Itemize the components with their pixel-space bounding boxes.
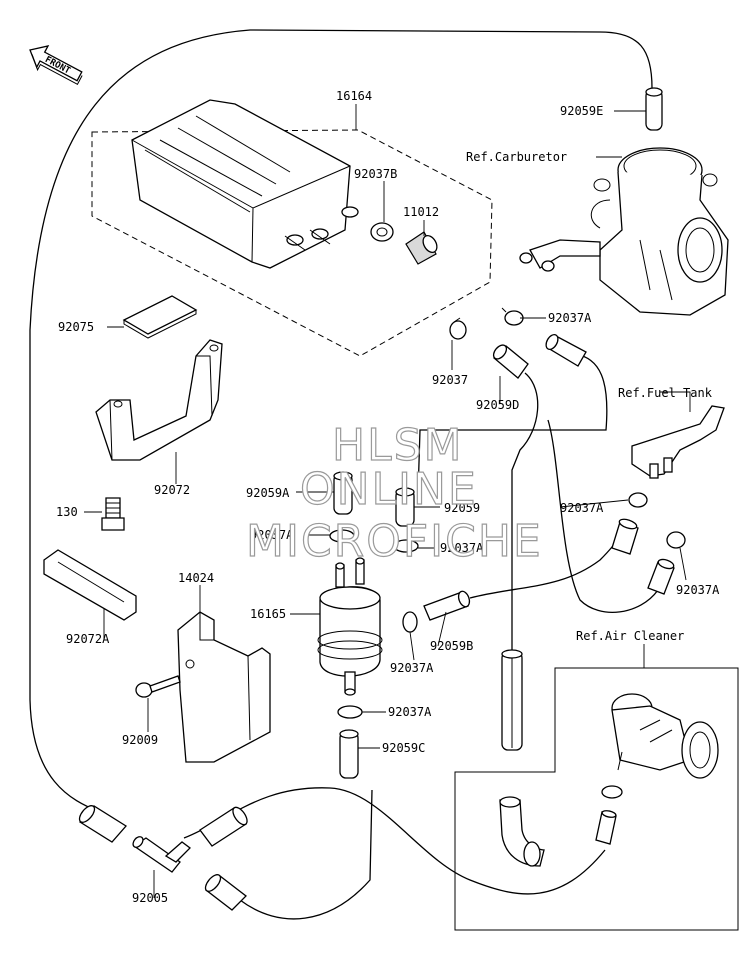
label-92075: 92075 [58, 320, 94, 334]
clamp-air-cleaner [601, 785, 623, 799]
hose-route-d [511, 372, 539, 650]
label-92059: 92059 [444, 501, 480, 515]
label-92059A: 92059A [246, 486, 290, 500]
hose-route-fueltank [547, 419, 659, 613]
clamp-92037A-mid-left [329, 529, 355, 543]
label-ref-fuel-tank: Ref.Fuel Tank [618, 386, 713, 400]
hose-tank-right [647, 558, 675, 595]
hose-route-carb [417, 353, 608, 496]
hose-92059A [333, 471, 353, 515]
hose-lower-mid [199, 806, 248, 847]
hose-92059B [423, 590, 471, 621]
label-92059B: 92059B [430, 639, 473, 653]
label-92037A-mid-left: 92037A [250, 528, 294, 542]
label-92059C: 92059C [382, 741, 425, 755]
hose-tank-left [611, 518, 639, 555]
label-16165: 16165 [250, 607, 286, 621]
clamp-92037A-filter-right [402, 611, 418, 633]
label-ref-carburetor: Ref.Carburetor [466, 150, 567, 164]
hose-elbow [499, 796, 545, 867]
bracket-92072 [95, 339, 223, 461]
cap-11012 [405, 231, 438, 265]
label-92037B: 92037B [354, 167, 397, 181]
watermark-line2: ONLINE [300, 464, 478, 515]
clamp-92037 [449, 317, 467, 340]
hose-route-lower [183, 787, 606, 895]
hose-lower-bottom [204, 874, 247, 911]
hose-carb-short [545, 333, 587, 367]
canister-16164 [131, 99, 359, 269]
clamp-92037A-tank-right [666, 531, 686, 549]
hose-92059 [395, 487, 415, 527]
screw-92009 [135, 675, 181, 698]
clamp-92037A-below-filter [337, 705, 363, 719]
label-92009: 92009 [122, 733, 158, 747]
watermark-line1: HLSM [332, 420, 464, 471]
hose-air-cleaner [595, 810, 617, 845]
strap-92072A [43, 549, 137, 621]
fuel-tank-fitting [631, 405, 725, 479]
watermark-line3: MICROFICHE [246, 516, 543, 567]
label-92037A-tank-left: 92037A [560, 501, 604, 515]
label-92005: 92005 [132, 891, 168, 905]
hose-92059E [645, 87, 663, 131]
canister-dashed-box [91, 129, 493, 357]
label-92072A: 92072A [66, 632, 110, 646]
label-92037A-tank-right: 92037A [676, 583, 720, 597]
label-92059D: 92059D [476, 398, 519, 412]
clamp-92037B [370, 222, 394, 242]
pad-92075 [122, 295, 198, 339]
tee-joint-92005 [132, 836, 191, 873]
cover-14024 [177, 611, 271, 763]
label-92037A-below-filter: 92037A [388, 705, 432, 719]
hose-long-vertical [501, 649, 523, 751]
hose-route-bottom [239, 789, 373, 920]
clamp-92037A-carb [501, 307, 524, 326]
label-16164: 16164 [336, 89, 372, 103]
hose-lower-left [78, 805, 127, 843]
carburetor [519, 147, 729, 316]
air-cleaner-box [454, 667, 739, 931]
label-92037A-carb: 92037A [548, 311, 592, 325]
label-130: 130 [56, 505, 78, 519]
label-92037A-mid-right: 92037A [440, 541, 484, 555]
label-ref-air-cleaner: Ref.Air Cleaner [576, 629, 684, 643]
label-11012: 11012 [403, 205, 439, 219]
hose-92059C [339, 729, 359, 779]
clamp-92037A-tank-left [628, 492, 648, 508]
clamp-92037A-mid-right [393, 539, 419, 553]
outer-hose-route [29, 29, 653, 813]
label-92059E: 92059E [560, 104, 603, 118]
front-arrow: FRONT [29, 45, 83, 85]
fuel-filter-16165 [317, 557, 383, 696]
bolt-130 [101, 497, 125, 531]
hose-92059D [492, 344, 529, 379]
label-92037A-filter: 92037A [390, 661, 434, 675]
label-92037: 92037 [432, 373, 468, 387]
label-92072: 92072 [154, 483, 190, 497]
air-cleaner-valve [611, 693, 719, 779]
leader-lines [84, 104, 691, 898]
label-14024: 14024 [178, 571, 214, 585]
